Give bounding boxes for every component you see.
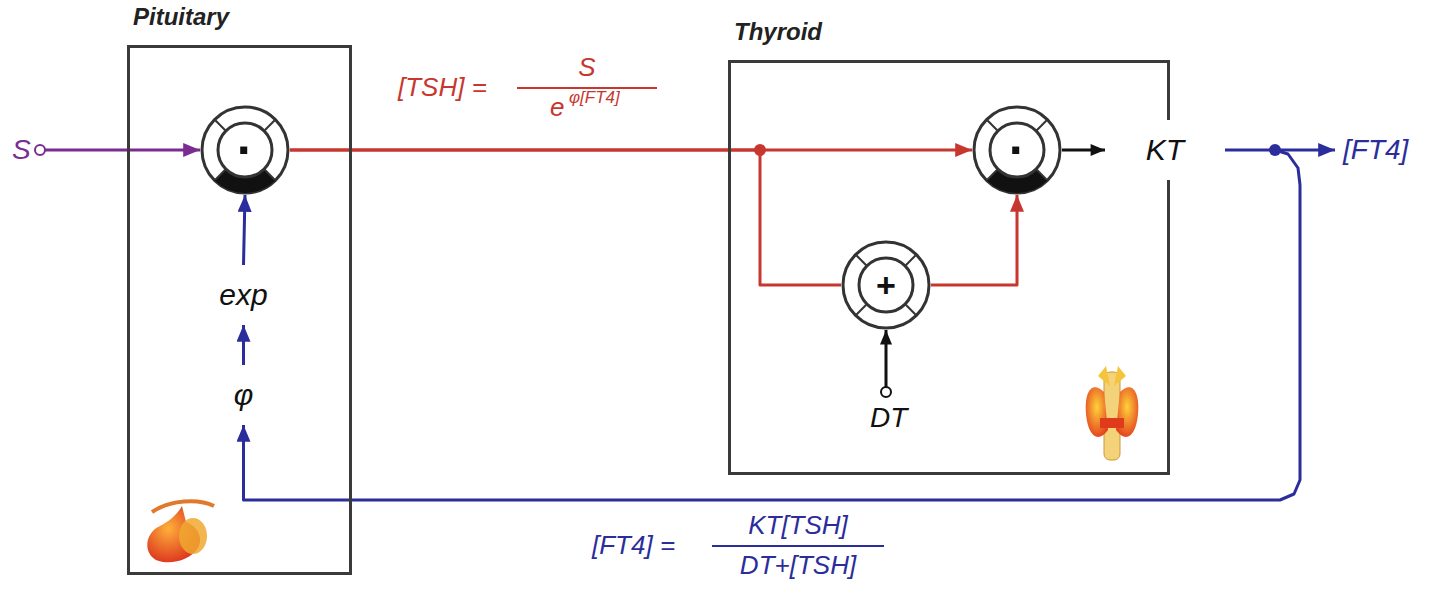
input-terminal xyxy=(35,145,45,155)
node-text: KT xyxy=(1146,135,1184,165)
function-box: exp xyxy=(182,265,305,325)
input-terminal xyxy=(881,387,891,397)
signal-name: DT xyxy=(870,404,907,432)
summing-circle: + xyxy=(841,240,931,330)
multiplier-circle: · xyxy=(972,105,1062,195)
output-wire xyxy=(1275,149,1335,152)
formula-denominator: DT+[TSH] xyxy=(740,552,856,578)
multiplier-circle: · xyxy=(200,105,290,195)
gain-box: KT xyxy=(1105,120,1225,180)
pituitary-box: Pituitary·expφ xyxy=(127,45,352,575)
input-wire xyxy=(45,149,200,152)
node-text: · xyxy=(1009,125,1026,175)
signal-connector xyxy=(1062,149,1105,152)
signal-connector xyxy=(242,325,245,365)
signal-connector xyxy=(290,150,841,285)
function-box: φ xyxy=(182,365,305,425)
thyroid-box: Thyroid·+KT xyxy=(728,60,1170,475)
formula-exponent: φ[FT4] xyxy=(569,89,620,106)
node-text: · xyxy=(237,125,254,175)
node-text: exp xyxy=(219,280,267,310)
signal-name: S xyxy=(12,136,31,164)
formula-numerator: KT[TSH] xyxy=(748,512,848,538)
signal-connector xyxy=(244,195,246,265)
signal-name: [FT4] xyxy=(1343,136,1408,164)
fraction-bar xyxy=(712,545,884,547)
region-heading: Pituitary xyxy=(133,5,352,29)
node-text: φ xyxy=(234,380,254,410)
formula-text: [FT4] = xyxy=(592,532,675,558)
input-wire xyxy=(885,330,888,387)
pituitary-icon xyxy=(147,501,214,562)
formula-text: [TSH] = xyxy=(398,74,487,100)
region-heading: Thyroid xyxy=(734,20,1170,44)
signal-connector xyxy=(244,150,1301,500)
node-text: + xyxy=(876,268,896,302)
formula-denominator: e xyxy=(550,94,564,120)
thyroid-icon xyxy=(1086,366,1139,460)
formula-numerator: S xyxy=(578,54,595,80)
signal-connector xyxy=(931,195,1017,285)
